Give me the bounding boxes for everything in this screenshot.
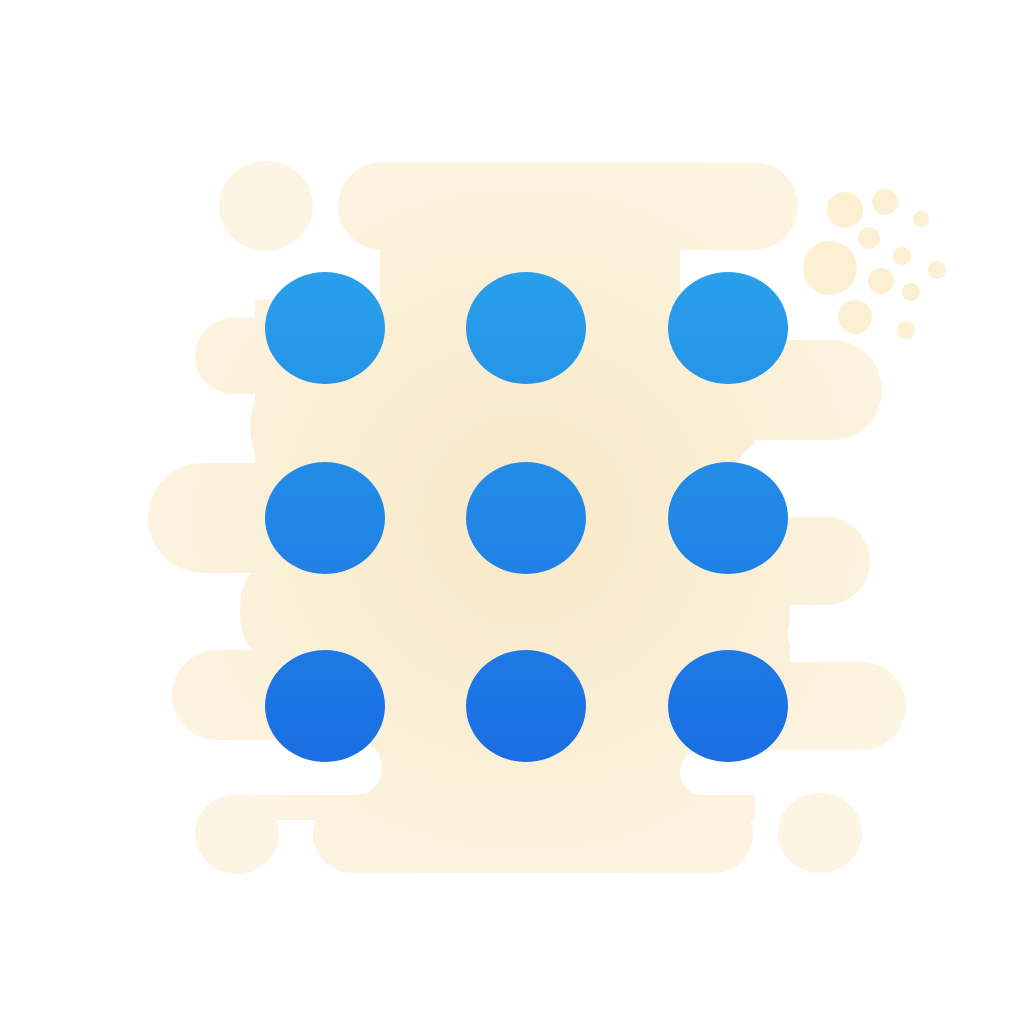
- keypad-dot-2: [466, 272, 586, 384]
- keypad-dot-6: [668, 462, 788, 574]
- floating-blobs: [195, 161, 862, 874]
- keypad-dot-1: [265, 272, 385, 384]
- keypad-dot-3: [668, 272, 788, 384]
- keypad-dots: [265, 272, 788, 762]
- keypad-dot-4: [265, 462, 385, 574]
- keypad-dot-8: [466, 650, 586, 762]
- sparkle-particles: [803, 189, 946, 339]
- keypad-dot-5: [466, 462, 586, 574]
- keypad-dot-7: [265, 650, 385, 762]
- keypad-dot-9: [668, 650, 788, 762]
